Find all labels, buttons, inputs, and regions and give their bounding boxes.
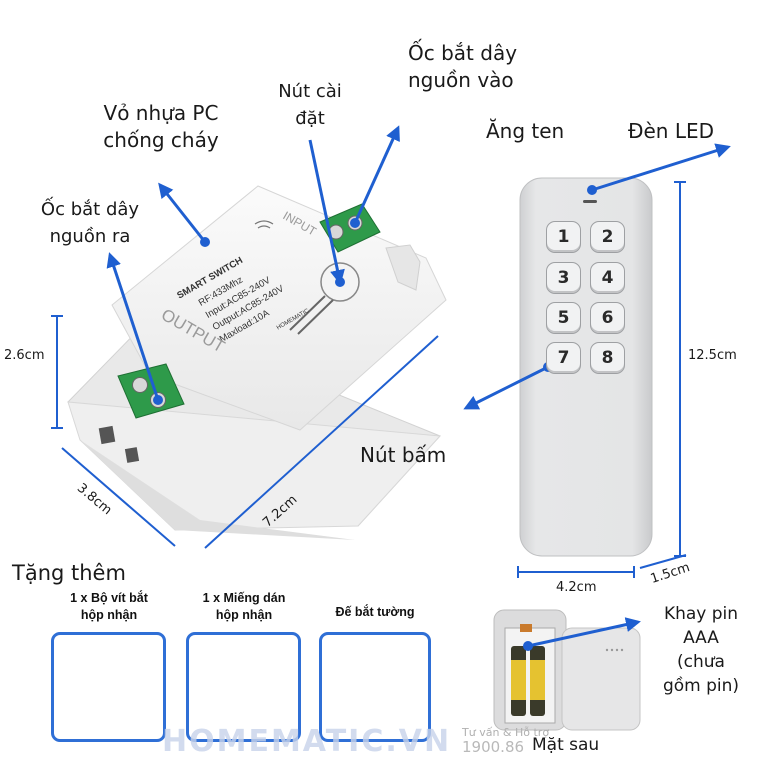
remote-key-8[interactable]: 8 — [590, 342, 625, 374]
label-antenna: Ăng ten — [486, 119, 565, 143]
gifts-title: Tặng thêm — [12, 561, 126, 585]
label-setup-button: Nút cài đặt — [278, 81, 342, 129]
remote-key-1[interactable]: 1 — [546, 221, 581, 253]
gift-caption-bracket: Đế bắt tường — [335, 605, 415, 619]
dim-height: 2.6cm — [4, 348, 45, 363]
label-battery-tray: Khay pin AAA (chưa gồm pin) — [662, 604, 740, 696]
dimension-lines — [51, 181, 687, 578]
remote-back-view — [493, 609, 641, 731]
label-back-side: Mặt sau — [532, 735, 600, 755]
label-casing: Vỏ nhựa PC chống cháy — [103, 101, 219, 152]
gift-caption-sticker: 1 x Miếng dán hộp nhận — [202, 591, 286, 622]
remote-key-2[interactable]: 2 — [590, 221, 625, 253]
remote-key-6[interactable]: 6 — [590, 302, 625, 334]
watermark-phone: 1900.86 — [462, 738, 525, 756]
label-led: Đèn LED — [628, 119, 715, 143]
remote-key-3[interactable]: 3 — [546, 262, 581, 294]
remote-key-4[interactable]: 4 — [590, 262, 625, 294]
gift-box-screws — [51, 632, 166, 742]
callout-arrows — [106, 125, 731, 648]
gift-box-bracket — [319, 632, 431, 742]
dim-remote-width: 4.2cm — [556, 580, 597, 595]
watermark-brand: HOMEMATIC.VN — [162, 724, 452, 759]
label-input-terminal: Ốc bắt dây nguồn vào — [408, 41, 518, 92]
dim-remote-length: 12.5cm — [688, 348, 737, 363]
label-buttons: Nút bấm — [360, 443, 447, 467]
wifi-icon — [254, 220, 274, 229]
gift-caption-screws: 1 x Bộ vít bắt hộp nhận — [70, 591, 148, 622]
watermark-support: Tư vấn & Hỗ trợ — [462, 726, 550, 739]
output-terminal-block — [117, 363, 185, 419]
receiver-device: SMART SWITCH RF:433Mhz Input:AC85-240V O… — [67, 185, 447, 540]
gift-box-sticker — [186, 632, 301, 742]
remote-key-7[interactable]: 7 — [546, 342, 581, 374]
label-output-terminal: Ốc bắt dây nguồn ra — [40, 199, 140, 247]
remote-key-5[interactable]: 5 — [546, 302, 581, 334]
led-indicator — [583, 200, 597, 203]
remote-control — [519, 177, 653, 557]
